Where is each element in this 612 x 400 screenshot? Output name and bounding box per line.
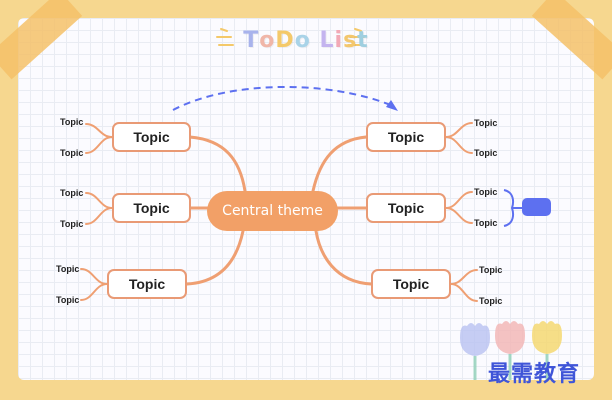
title-letter: s xyxy=(343,28,357,53)
central-theme-node[interactable]: Central theme xyxy=(207,191,338,231)
subtopic-left-1b[interactable]: Topic xyxy=(60,148,83,158)
subtopic-right-2a[interactable]: Topic xyxy=(474,187,497,197)
title-letter: o xyxy=(259,28,275,53)
subtopic-left-3a[interactable]: Topic xyxy=(56,264,79,274)
topic-node-left-2[interactable]: Topic xyxy=(112,193,191,223)
arrow-head xyxy=(386,100,398,111)
subtopic-right-1a[interactable]: Topic xyxy=(474,118,497,128)
title-letter: t xyxy=(357,28,369,53)
topic-node-right-3[interactable]: Topic xyxy=(371,269,451,299)
topic-node-left-1[interactable]: Topic xyxy=(112,122,191,152)
subtopic-right-3b[interactable]: Topic xyxy=(479,296,502,306)
subtopic-left-2b[interactable]: Topic xyxy=(60,219,83,229)
subtopic-left-1a[interactable]: Topic xyxy=(60,117,83,127)
dashed-arrow xyxy=(173,87,393,110)
title-letter: D xyxy=(275,28,294,53)
summary-bracket xyxy=(504,190,513,226)
subtopic-right-3a[interactable]: Topic xyxy=(479,265,502,275)
summary-badge[interactable] xyxy=(522,198,551,216)
topic-node-right-2[interactable]: Topic xyxy=(366,193,446,223)
watermark-logo: 最需教育 xyxy=(488,356,580,388)
subtopic-right-1b[interactable]: Topic xyxy=(474,148,497,158)
subtopic-left-2a[interactable]: Topic xyxy=(60,188,83,198)
todo-list-title: ToDo List xyxy=(0,28,612,53)
title-letter: L xyxy=(319,28,334,53)
subtopic-right-2b[interactable]: Topic xyxy=(474,218,497,228)
title-letter: o xyxy=(295,28,311,53)
title-letter: T xyxy=(243,28,259,53)
subtopic-left-3b[interactable]: Topic xyxy=(56,295,79,305)
topic-node-left-3[interactable]: Topic xyxy=(107,269,187,299)
title-letter: i xyxy=(335,28,344,53)
title-letter xyxy=(311,28,320,53)
topic-node-right-1[interactable]: Topic xyxy=(366,122,446,152)
